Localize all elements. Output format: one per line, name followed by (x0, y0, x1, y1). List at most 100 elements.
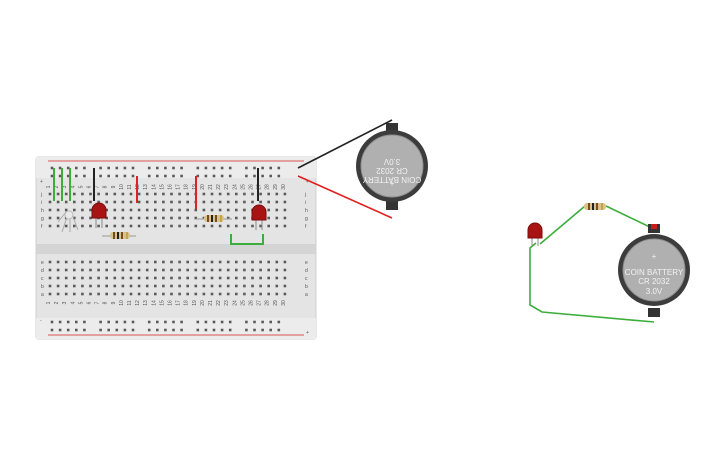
breadboard-hole[interactable] (202, 284, 206, 288)
breadboard-hole[interactable] (154, 192, 157, 196)
breadboard-hole[interactable] (267, 224, 270, 228)
breadboard-hole[interactable] (129, 216, 133, 220)
breadboard-hole[interactable] (283, 260, 287, 264)
breadboard-hole[interactable] (129, 224, 133, 228)
breadboard-hole[interactable] (129, 292, 133, 296)
breadboard-hole[interactable] (243, 260, 246, 264)
breadboard-hole[interactable] (89, 268, 92, 272)
breadboard-hole[interactable] (107, 166, 110, 170)
breadboard-hole[interactable] (145, 200, 149, 204)
breadboard-hole[interactable] (115, 320, 119, 324)
breadboard-hole[interactable] (170, 260, 173, 264)
breadboard-hole[interactable] (170, 208, 173, 212)
breadboard-hole[interactable] (218, 284, 222, 288)
breadboard-hole[interactable] (210, 208, 214, 212)
breadboard-hole[interactable] (83, 174, 86, 178)
breadboard-hole[interactable] (186, 216, 189, 220)
breadboard-hole[interactable] (154, 216, 157, 220)
breadboard-hole[interactable] (97, 260, 100, 264)
breadboard-hole[interactable] (218, 208, 222, 212)
breadboard-hole[interactable] (228, 320, 232, 324)
breadboard-hole[interactable] (269, 320, 272, 324)
breadboard-hole[interactable] (259, 276, 262, 280)
breadboard-hole[interactable] (113, 208, 117, 212)
breadboard-hole[interactable] (64, 260, 68, 264)
breadboard-hole[interactable] (269, 174, 272, 178)
breadboard-hole[interactable] (259, 292, 262, 296)
breadboard-hole[interactable] (156, 174, 159, 178)
breadboard-hole[interactable] (156, 320, 159, 324)
multi-lead-component[interactable] (57, 210, 79, 233)
breadboard-hole[interactable] (259, 192, 262, 196)
breadboard-hole[interactable] (235, 268, 238, 272)
breadboard-hole[interactable] (196, 174, 200, 178)
breadboard-hole[interactable] (123, 174, 127, 178)
breadboard-hole[interactable] (277, 328, 281, 332)
breadboard-hole[interactable] (235, 208, 238, 212)
breadboard-hole[interactable] (64, 192, 68, 196)
breadboard-hole[interactable] (81, 276, 84, 280)
breadboard-hole[interactable] (154, 224, 157, 228)
breadboard-hole[interactable] (123, 328, 127, 332)
breadboard-hole[interactable] (56, 224, 60, 228)
breadboard-hole[interactable] (180, 320, 183, 324)
breadboard-hole[interactable] (226, 208, 230, 212)
breadboard-hole[interactable] (154, 276, 157, 280)
breadboard-hole[interactable] (220, 166, 224, 170)
breadboard-hole[interactable] (245, 166, 248, 170)
breadboard-hole[interactable] (178, 200, 181, 204)
breadboard-hole[interactable] (235, 224, 238, 228)
breadboard-hole[interactable] (83, 328, 86, 332)
breadboard-hole[interactable] (56, 200, 60, 204)
breadboard-hole[interactable] (186, 284, 189, 288)
breadboard-hole[interactable] (202, 208, 206, 212)
breadboard-hole[interactable] (145, 276, 149, 280)
breadboard-hole[interactable] (89, 292, 92, 296)
breadboard-hole[interactable] (259, 200, 262, 204)
breadboard-hole[interactable] (137, 192, 141, 196)
breadboard-hole[interactable] (154, 284, 157, 288)
breadboard-hole[interactable] (204, 328, 208, 332)
breadboard-hole[interactable] (186, 276, 189, 280)
breadboard-hole[interactable] (58, 328, 62, 332)
breadboard-hole[interactable] (170, 224, 173, 228)
breadboard-hole[interactable] (48, 292, 52, 296)
breadboard-hole[interactable] (259, 268, 262, 272)
breadboard-hole[interactable] (226, 200, 230, 204)
breadboard-hole[interactable] (283, 200, 287, 204)
breadboard-hole[interactable] (137, 260, 141, 264)
breadboard-hole[interactable] (131, 166, 135, 170)
breadboard-hole[interactable] (186, 208, 189, 212)
breadboard-hole[interactable] (99, 174, 102, 178)
breadboard-hole[interactable] (283, 292, 287, 296)
breadboard-hole[interactable] (228, 328, 232, 332)
standalone-wire-led-resistor[interactable] (539, 205, 586, 245)
breadboard-hole[interactable] (107, 320, 110, 324)
breadboard-hole[interactable] (178, 276, 181, 280)
breadboard-hole[interactable] (75, 328, 78, 332)
breadboard-hole[interactable] (89, 284, 92, 288)
breadboard-hole[interactable] (194, 292, 198, 296)
breadboard-hole[interactable] (243, 268, 246, 272)
breadboard-hole[interactable] (220, 174, 224, 178)
breadboard-hole[interactable] (226, 216, 230, 220)
breadboard-hole[interactable] (115, 328, 119, 332)
breadboard-hole[interactable] (64, 200, 68, 204)
breadboard-hole[interactable] (180, 174, 183, 178)
breadboard-hole[interactable] (89, 224, 92, 228)
breadboard-hole[interactable] (81, 292, 84, 296)
breadboard-hole[interactable] (137, 284, 141, 288)
breadboard-hole[interactable] (226, 192, 230, 196)
coin-battery-standalone[interactable]: + COIN BATTERY CR 2032 3.0V (618, 224, 690, 317)
breadboard-hole[interactable] (105, 276, 108, 280)
breadboard-hole[interactable] (228, 174, 232, 178)
breadboard-hole[interactable] (121, 292, 125, 296)
breadboard-hole[interactable] (210, 268, 214, 272)
breadboard-hole[interactable] (121, 284, 125, 288)
breadboard-hole[interactable] (48, 200, 52, 204)
breadboard-hole[interactable] (56, 216, 60, 220)
breadboard-hole[interactable] (66, 328, 70, 332)
breadboard-hole[interactable] (235, 260, 238, 264)
breadboard-hole[interactable] (113, 284, 117, 288)
